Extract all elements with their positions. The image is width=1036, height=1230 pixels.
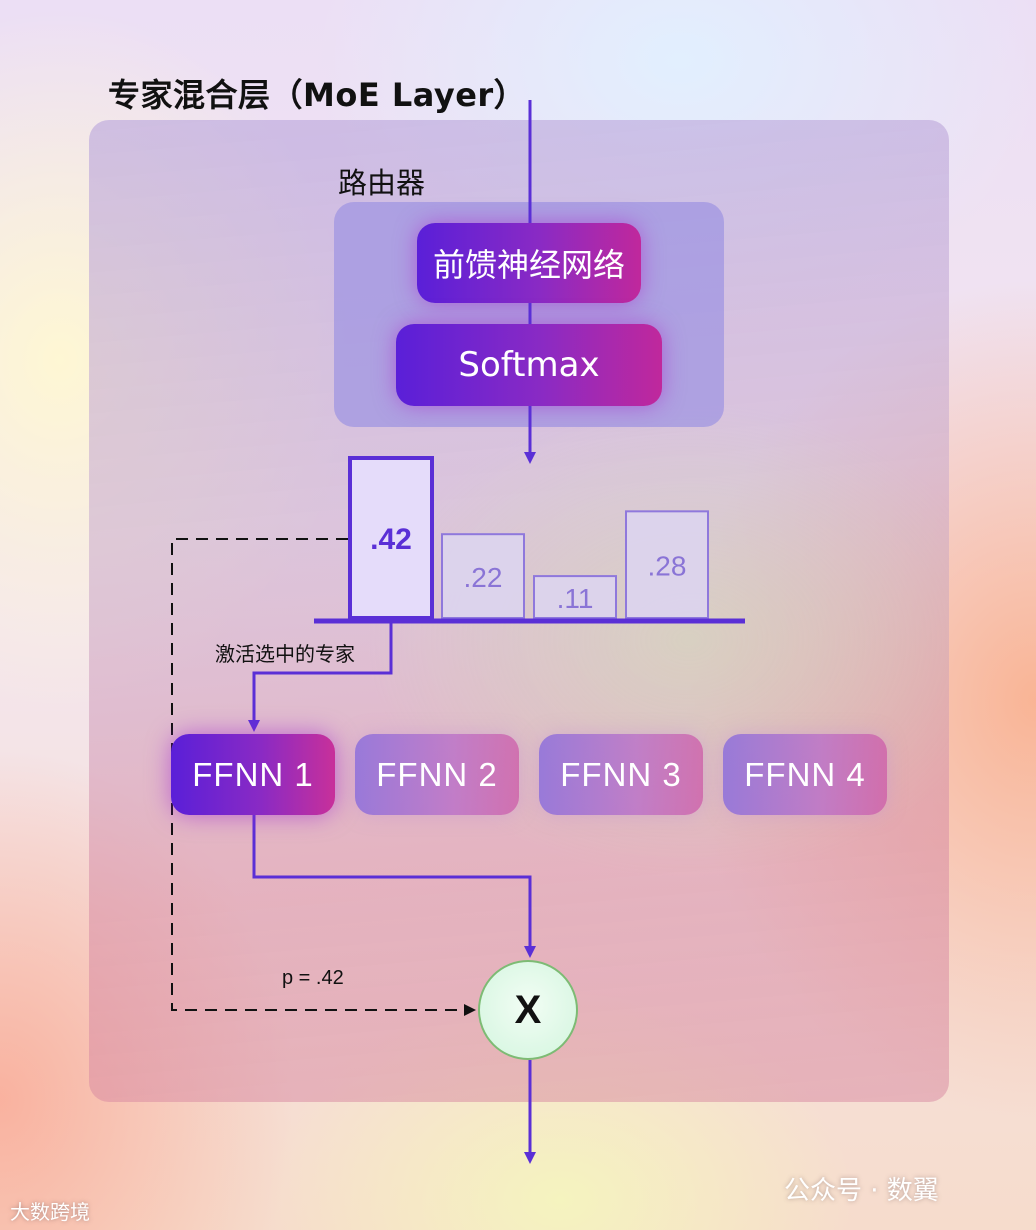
bar-value-label-1: .42	[370, 523, 412, 556]
activate-expert-label: 激活选中的专家	[215, 642, 355, 666]
expert-ffnn-1: FFNN 1	[171, 734, 335, 815]
watermark-right: 公众号 · 数翼	[784, 1176, 939, 1206]
probability-label: p = .42	[282, 967, 344, 989]
bar-1	[348, 456, 434, 620]
bar-value-label-3: .11	[557, 583, 594, 614]
router-ffnn-node: 前馈神经网络	[417, 223, 641, 303]
selection-route	[248, 621, 393, 732]
bar-2	[441, 533, 525, 620]
multiply-node: X	[478, 960, 578, 1060]
expert-ffnn-3: FFNN 3	[539, 734, 703, 815]
probability-bars: .42 .22 .11 .28	[348, 456, 709, 620]
bar-3	[533, 575, 617, 619]
expert-ffnn-2: FFNN 2	[355, 734, 519, 815]
watermark-left: 大数跨境	[10, 1200, 90, 1224]
bar-4	[625, 510, 709, 620]
softmax-node: Softmax	[396, 324, 662, 406]
layer-title: 专家混合层（MoE Layer）	[108, 76, 527, 114]
bar-value-label-2: .22	[464, 562, 503, 593]
router-label: 路由器	[338, 166, 426, 200]
bar-value-label-4: .28	[648, 551, 687, 582]
expert-output-route	[252, 815, 536, 958]
expert-ffnn-4: FFNN 4	[723, 734, 887, 815]
